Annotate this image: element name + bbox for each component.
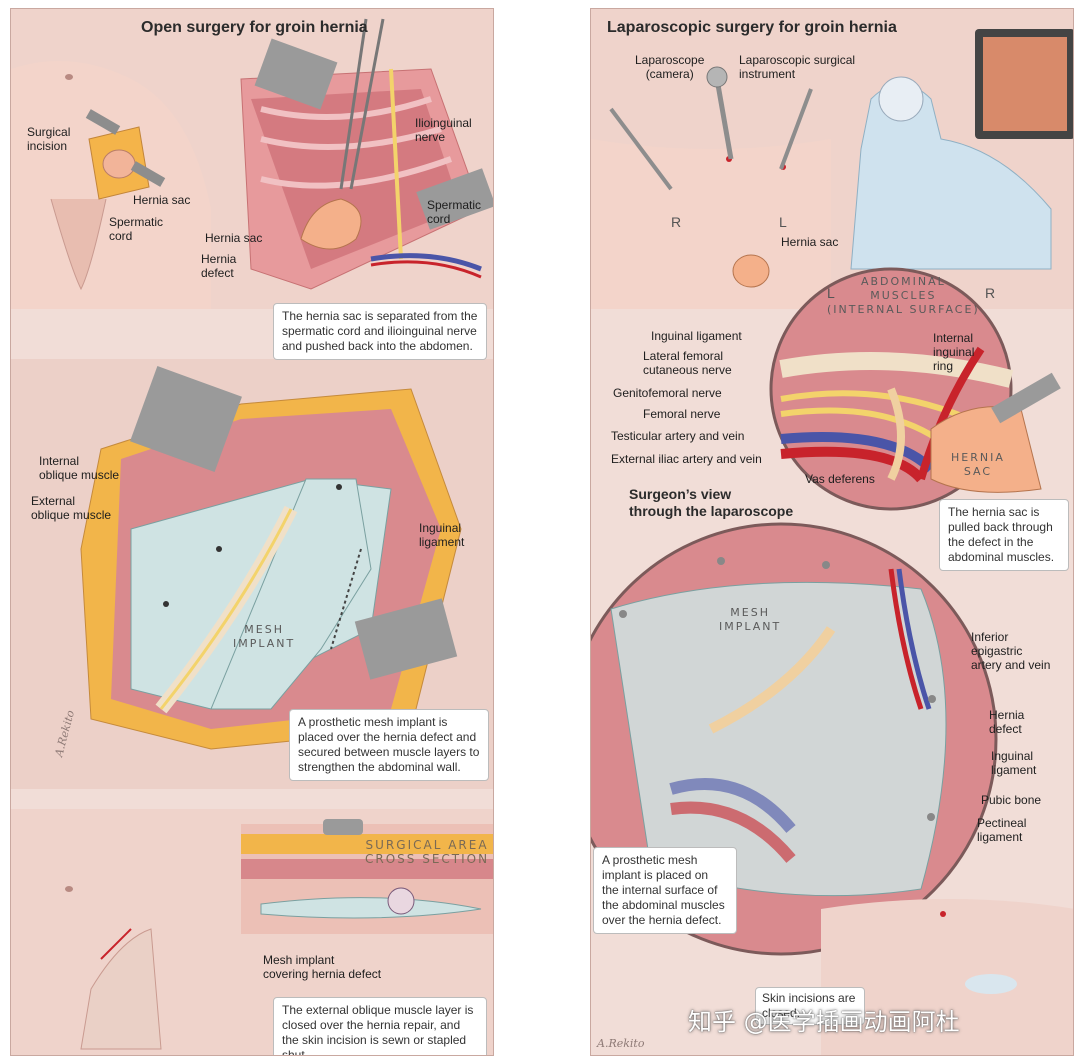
- laparoscopic-surgery-illustration: [591, 9, 1073, 1055]
- label-vas-deferens: Vas deferens: [805, 472, 875, 486]
- label-inguinal-ligament: Inguinal ligament: [651, 329, 742, 343]
- label-testicular-vessels: Testicular artery and vein: [611, 429, 745, 443]
- label-genitofemoral-nerve: Genitofemoral nerve: [613, 386, 722, 400]
- label-hernia-sac: Hernia sac: [133, 193, 191, 207]
- label-hernia-sac-caps: HERNIA SAC: [951, 451, 1005, 478]
- label-external-iliac-vessels: External iliac artery and vein: [611, 452, 762, 466]
- label-inguinal-ligament: Inguinal ligament: [419, 521, 465, 549]
- label-circle-left: L: [827, 285, 835, 301]
- label-ilioinguinal-nerve: Ilioinguinal nerve: [415, 116, 472, 144]
- label-mesh-implant: MESH IMPLANT: [233, 623, 296, 650]
- caption-closure: The external oblique muscle layer is clo…: [273, 997, 487, 1055]
- label-hernia-defect: Hernia defect: [201, 252, 237, 280]
- label-mesh-implant: MESH IMPLANT: [719, 606, 782, 633]
- label-hernia-sac-2: Hernia sac: [205, 231, 263, 245]
- label-lateral-femoral-nerve: Lateral femoral cutaneous nerve: [643, 349, 732, 377]
- label-circle-right: R: [985, 285, 996, 301]
- label-abdominal-muscles: ABDOMINAL MUSCLES (INTERNAL SURFACE): [827, 275, 980, 316]
- label-mesh-covering: Mesh implant covering hernia defect: [263, 953, 382, 981]
- watermark-text: 知乎 @医学插画动画阿杜: [688, 1008, 960, 1036]
- label-spermatic-cord: Spermatic cord: [109, 215, 164, 243]
- caption-skin-closed: Skin incisions are closed.: [755, 987, 865, 1025]
- label-inguinal-ligament-2: Inguinal ligament: [991, 749, 1037, 777]
- label-surgical-incision: Surgical incision: [27, 125, 71, 153]
- caption-separate-sac: The hernia sac is separated from the spe…: [273, 303, 487, 360]
- label-femoral-nerve: Femoral nerve: [643, 407, 721, 421]
- label-right-side: R: [671, 214, 682, 230]
- artist-signature-right: A.Rekito: [597, 1037, 645, 1050]
- open-surgery-panel: Open surgery for groin hernia Surgical i…: [10, 8, 494, 1056]
- label-surgical-area: SURGICAL AREA CROSS SECTION: [365, 838, 490, 866]
- label-spermatic-cord-2: Spermatic cord: [427, 198, 482, 226]
- surgeons-view-subtitle: Surgeon’s view through the laparoscope: [629, 486, 794, 519]
- label-surgical-instrument: Laparoscopic surgical instrument: [739, 53, 856, 81]
- label-hernia-sac: Hernia sac: [781, 235, 839, 249]
- label-internal-oblique: Internal oblique muscle: [39, 454, 120, 482]
- caption-mesh-internal: A prosthetic mesh implant is placed on t…: [593, 847, 737, 934]
- laparoscopic-title: Laparoscopic surgery for groin hernia: [607, 19, 897, 36]
- open-surgery-title: Open surgery for groin hernia: [141, 19, 368, 36]
- open-surgery-illustration: [11, 9, 493, 1055]
- label-pubic-bone: Pubic bone: [981, 793, 1042, 807]
- laparoscopic-surgery-panel: Laparoscopic surgery for groin hernia La…: [590, 8, 1074, 1056]
- label-pectineal-ligament: Pectineal ligament: [977, 816, 1027, 844]
- label-hernia-defect: Hernia defect: [989, 708, 1025, 736]
- caption-mesh-placed: A prosthetic mesh implant is placed over…: [289, 709, 489, 781]
- label-external-oblique: External oblique muscle: [31, 494, 112, 522]
- label-left-side: L: [779, 214, 787, 230]
- label-laparoscope: Laparoscope (camera): [635, 53, 705, 81]
- label-internal-ring: Internal inguinal ring: [933, 331, 975, 373]
- label-inferior-epigastric: Inferior epigastric artery and vein: [971, 630, 1051, 672]
- caption-pulled-back: The hernia sac is pulled back through th…: [939, 499, 1069, 571]
